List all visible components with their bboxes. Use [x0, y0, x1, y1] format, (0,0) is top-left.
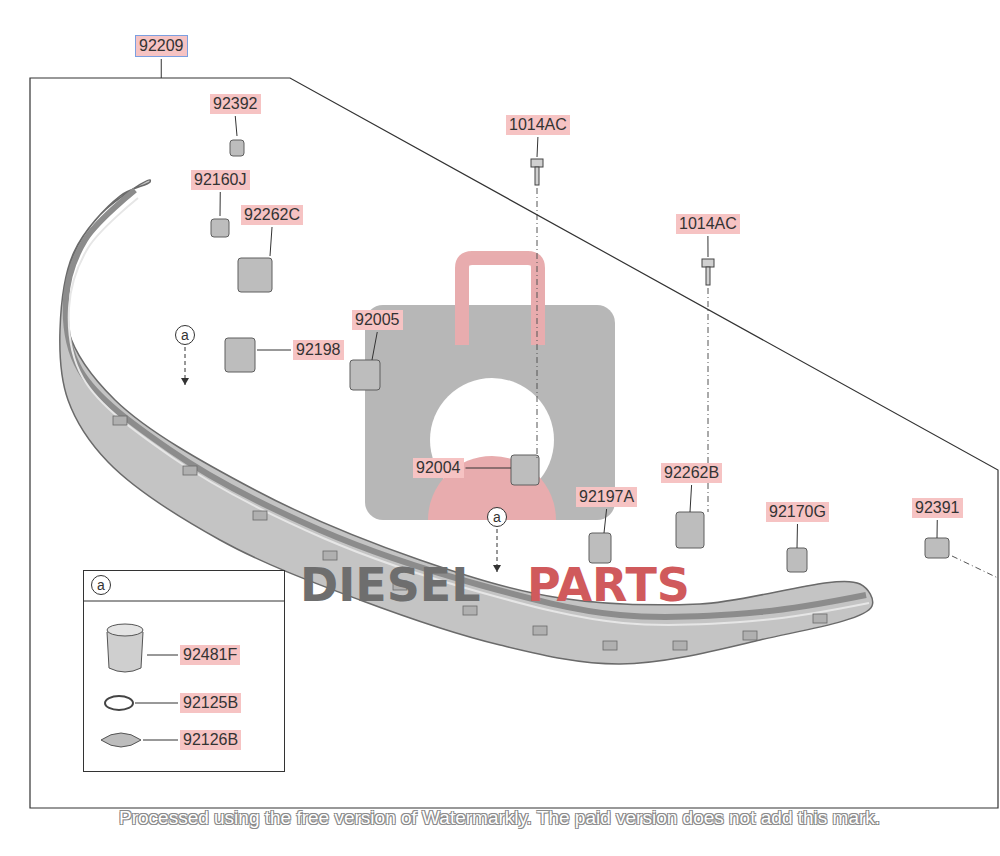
leader-line	[466, 468, 512, 469]
callout-number: 92262C	[241, 205, 303, 225]
bumper-tab	[113, 416, 127, 425]
detail-marker: a	[175, 325, 195, 345]
bumper-tab	[183, 466, 197, 475]
assembly-number: 92209	[135, 35, 188, 57]
callout-number: 92125B	[180, 693, 241, 713]
leader-line	[937, 520, 938, 538]
bracket-part	[511, 455, 539, 485]
bracket-part	[225, 338, 255, 372]
bumper-tab	[533, 626, 547, 635]
callout-number: 92160J	[191, 170, 250, 190]
bolt-shank	[535, 167, 539, 185]
callout-number: 92481F	[180, 645, 240, 665]
bracket-part	[238, 258, 272, 292]
bumper-tab	[253, 511, 267, 520]
bumper-rib	[66, 190, 866, 617]
bracket-parts	[211, 140, 949, 572]
assembly-frame: 92209a92481F92125B92126B	[30, 78, 1000, 808]
leader-line	[147, 655, 178, 656]
callout-number: 1014AC	[506, 115, 570, 135]
callout-number: 92391	[912, 498, 963, 518]
callout-number: 92262B	[661, 463, 722, 483]
leader-line	[257, 350, 291, 351]
brand-watermark: DIESEL	[300, 560, 481, 610]
inset-border	[84, 571, 285, 772]
leader-arrowhead	[181, 378, 189, 385]
bumper-tab	[603, 641, 617, 650]
bumper-tab	[323, 551, 337, 560]
leader-line	[220, 192, 221, 216]
brand-watermark: PARTS	[527, 560, 690, 610]
frame-outline	[30, 78, 998, 808]
leader-line	[537, 137, 539, 157]
tool-watermark: Processed using the free version of Wate…	[119, 807, 880, 829]
heading-leader	[161, 59, 162, 78]
callout-number: 92170G	[766, 502, 829, 522]
bolt-head	[702, 259, 714, 267]
bracket-part	[925, 538, 949, 558]
leader-line	[135, 703, 178, 704]
inset-divider	[83, 601, 285, 602]
callout-number: 92197A	[576, 487, 637, 507]
detail-marker: a	[487, 507, 507, 527]
callout-number: 92392	[210, 94, 261, 114]
leader-line	[604, 509, 607, 533]
bracket-part	[676, 512, 704, 548]
leader-line	[143, 740, 178, 741]
bracket-part	[230, 140, 244, 156]
ring-icon	[105, 696, 133, 710]
leader-line	[797, 524, 798, 548]
bracket-part	[350, 360, 380, 390]
leader-line	[707, 236, 708, 257]
bumper-highlight	[69, 198, 869, 625]
bolt-head	[531, 159, 543, 167]
clip-icon	[101, 733, 141, 747]
center-line	[537, 188, 538, 458]
callout-number: 92005	[352, 310, 403, 330]
logo-watermark	[365, 258, 615, 520]
leader-line	[270, 227, 272, 256]
callout-number: 92198	[293, 340, 344, 360]
center-line	[952, 556, 998, 578]
bracket-part	[211, 219, 229, 237]
bracket-part	[589, 533, 611, 563]
leader-line	[372, 332, 377, 360]
detail-inset: a 92481F 92125B 92126B	[83, 570, 285, 772]
logo-handle	[462, 258, 538, 345]
bracket-part	[787, 548, 807, 572]
leader-line	[235, 116, 237, 136]
dashed-lines	[537, 188, 998, 578]
cap-top	[107, 624, 143, 636]
leader-line	[690, 485, 692, 512]
callout-number: 92004	[413, 458, 464, 478]
leader-arrowhead	[493, 565, 501, 572]
callout-number: 92126B	[180, 730, 241, 750]
bumper-tab	[743, 631, 757, 640]
bolt	[702, 259, 714, 285]
bumper-tab	[673, 641, 687, 650]
bolt-shank	[706, 267, 710, 285]
callout-number: 1014AC	[676, 214, 740, 234]
detail-marker: a	[91, 575, 111, 595]
bumper-tab	[813, 614, 827, 623]
bolt	[531, 159, 543, 185]
